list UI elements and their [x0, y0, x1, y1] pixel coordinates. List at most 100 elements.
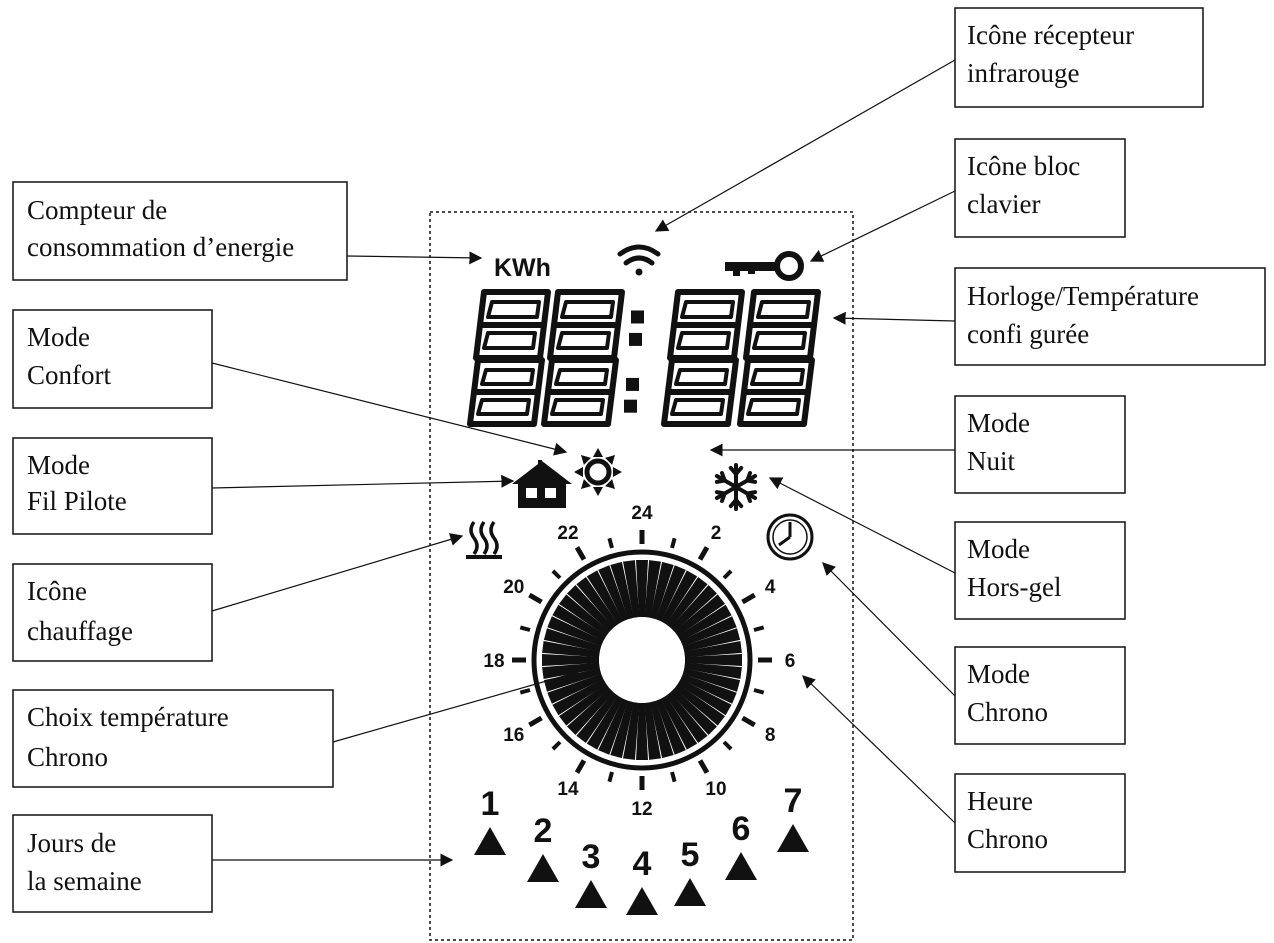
dial-tick — [574, 759, 587, 774]
seven-segment-display — [467, 289, 821, 427]
dial-segment — [677, 604, 732, 642]
dial-segment — [567, 688, 614, 735]
dial-segment — [576, 692, 619, 743]
dial-tick — [519, 625, 531, 632]
callout-text-line-1: Mode — [967, 659, 1030, 689]
hour-label: 8 — [765, 725, 776, 746]
dial-tick — [722, 569, 733, 580]
hour-label: 4 — [765, 577, 776, 598]
dial-segment — [567, 585, 614, 632]
dial-segment — [552, 678, 607, 716]
leader-line — [809, 190, 956, 262]
dial-tick — [551, 569, 562, 580]
dial-segment — [684, 641, 742, 658]
dial-tick — [528, 715, 543, 728]
sun-ray — [613, 467, 622, 477]
wifi-icon — [617, 244, 661, 276]
dial-segment — [677, 678, 732, 716]
hour-label: 22 — [557, 523, 578, 544]
callout-jours: Jours de la semaine — [12, 814, 454, 913]
callout-text-line-2: Nuit — [967, 446, 1016, 476]
snowflake-arm — [714, 485, 738, 500]
leader-line — [802, 675, 956, 824]
callout-text-line-2: la semaine — [27, 866, 142, 896]
lcd-display-frame — [429, 211, 854, 941]
dial-tick — [741, 592, 756, 605]
dial-segment — [586, 570, 624, 625]
callout-text-line-2: chauffage — [27, 616, 133, 646]
dial-segment — [623, 560, 640, 618]
day-marker-triangle-icon — [674, 878, 706, 906]
sun-icon — [574, 448, 622, 496]
dial-tick — [697, 759, 710, 774]
dial-segment — [644, 702, 661, 760]
clock-icon — [766, 513, 814, 561]
callout-chauffage: Icône chauffage — [12, 533, 464, 662]
key-icon — [725, 251, 804, 281]
callout-fil-pilote: Mode Fil Pilote — [12, 437, 515, 535]
sun-ray — [605, 455, 615, 465]
dial-segment — [684, 662, 742, 679]
leader-line — [332, 668, 580, 743]
sun-ray — [581, 479, 591, 489]
dial-tick — [722, 740, 733, 751]
weekday-number: 2 — [534, 812, 553, 850]
dial-tick — [753, 625, 765, 632]
dial-tick — [753, 688, 765, 695]
dial-tick — [574, 546, 587, 561]
dial-segment — [636, 560, 648, 617]
digit-bottom-2 — [541, 357, 619, 427]
dial-outer-ring — [531, 549, 753, 771]
callout-compteur: Compteur de consommation d’energie — [12, 181, 483, 281]
digit-top-3 — [667, 289, 745, 361]
heating-icon — [466, 520, 502, 559]
hour-label: 16 — [503, 725, 524, 746]
hour-label: 20 — [503, 577, 524, 598]
weekday-number: 7 — [784, 782, 803, 820]
dial-segment — [650, 700, 674, 759]
callout-text-line-2: clavier — [967, 189, 1040, 219]
dial-segment — [670, 585, 717, 632]
callout-choix-temperature: Choix température Chrono — [12, 668, 580, 788]
sun-ray — [593, 487, 603, 496]
callout-confort: Mode Confort — [12, 309, 568, 456]
digit-bottom-1 — [467, 357, 545, 427]
leader-line — [832, 311, 956, 325]
hour-label: 2 — [711, 523, 722, 544]
callout-text-line-1: Mode — [27, 322, 90, 352]
dial-segment — [636, 703, 648, 760]
sun-ray — [605, 479, 615, 489]
weekday-number: 4 — [633, 845, 652, 883]
dial-segment — [660, 695, 698, 750]
snowflake-branch — [714, 478, 727, 484]
callout-text-line-2: infrarouge — [967, 58, 1079, 88]
dial-tick — [607, 537, 614, 549]
hour-label: 14 — [557, 779, 579, 800]
colon-bottom — [624, 377, 639, 413]
callout-text-line-2: Hors-gel — [967, 572, 1061, 602]
dial-segment — [542, 662, 600, 679]
dial-segment — [650, 561, 674, 620]
dial-tick — [697, 546, 710, 561]
dial-segment — [655, 698, 686, 755]
dial-segment — [623, 702, 640, 760]
dial-segment — [655, 565, 686, 622]
digit-bottom-4 — [737, 357, 815, 427]
dial-tick — [741, 715, 756, 728]
callout-text-line-1: Icône bloc — [967, 151, 1080, 181]
dial-segment — [586, 695, 624, 750]
dial-segment — [598, 565, 629, 622]
dial-segment — [610, 700, 634, 759]
callout-text-line-1: Compteur de — [27, 195, 167, 225]
hour-label: 18 — [483, 651, 504, 672]
leader-line — [211, 474, 515, 489]
callout-text-line-1: Icône récepteur — [967, 20, 1134, 50]
callout-heure-chrono: Heure Chrono — [802, 675, 1126, 873]
dial-segment — [543, 668, 602, 692]
callout-nuit: Mode Nuit — [709, 395, 1126, 494]
day-marker-triangle-icon — [575, 880, 607, 908]
leader-line — [211, 362, 568, 456]
